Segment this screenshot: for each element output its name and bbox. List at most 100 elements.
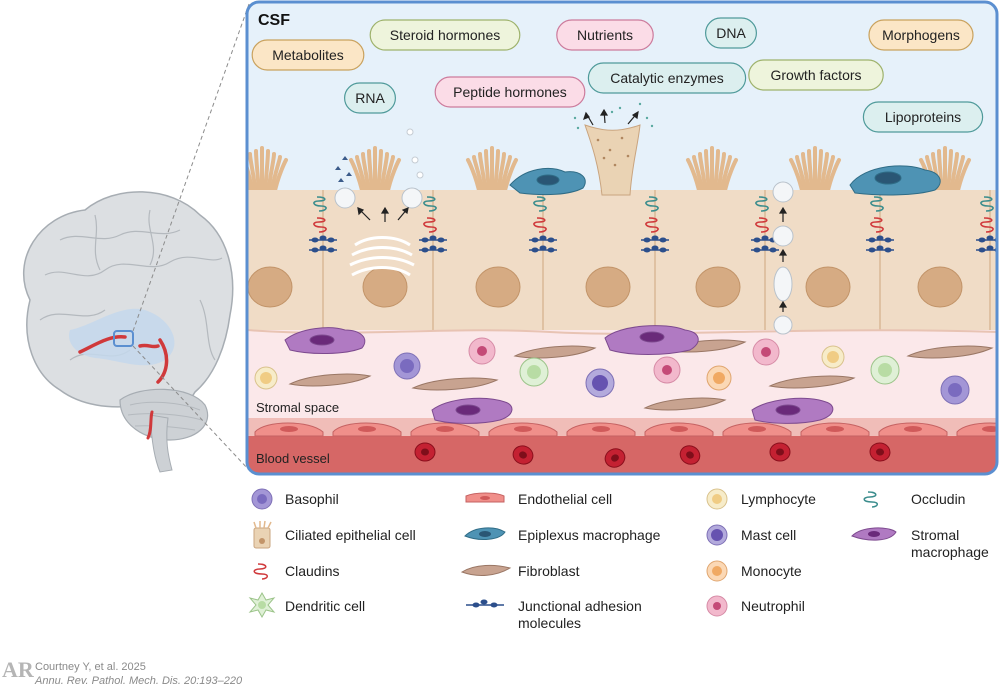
csf-label: CSF <box>258 12 290 29</box>
molecule-pill-steroid-hormones: Steroid hormones <box>369 19 521 51</box>
citation: AR Courtney Y, et al. 2025 Annu. Rev. Pa… <box>2 657 243 687</box>
legend-item-claudins: Claudins <box>253 563 339 580</box>
legend-label: Fibroblast <box>518 563 580 579</box>
brain-illustration <box>22 3 250 473</box>
publisher-logo: AR <box>2 657 35 682</box>
stromal-macrophages <box>284 325 834 424</box>
legend-item-endothelial-cell: Endothelial cell <box>465 491 612 507</box>
citation-line-2: Annu. Rev. Pathol. Mech. Dis. 20:193–220 <box>34 675 243 687</box>
legend-item-stromal-macrophage: Stromal macrophage <box>851 527 989 560</box>
tight-junction <box>529 196 557 253</box>
epithelial-nucleus <box>695 266 741 308</box>
immune-cells <box>254 337 970 405</box>
claudins-icon <box>253 563 268 580</box>
legend-label: Junctional adhesion <box>518 598 642 614</box>
legend-item-epiplexus-macrophage: Epiplexus macrophage <box>464 527 661 543</box>
legend-label: Claudins <box>285 563 339 579</box>
molecule-pill-lipoproteins: Lipoproteins <box>862 101 984 133</box>
tight-junction <box>309 196 337 253</box>
legend-item-dendritic-cell: Dendritic cell <box>248 591 365 619</box>
panel-frame <box>245 0 999 476</box>
occludin-icon <box>863 491 878 508</box>
legend-label: Ciliated epithelial cell <box>285 527 416 543</box>
red-blood-cells <box>414 442 891 468</box>
molecule-label: Steroid hormones <box>390 27 501 43</box>
legend-label: Lymphocyte <box>741 491 816 507</box>
legend-label-line2: macrophage <box>911 544 989 560</box>
legend-item-fibroblast: Fibroblast <box>460 563 580 579</box>
legend-item-mast-cell: Mast cell <box>706 524 796 546</box>
lymphocyte-icon <box>706 488 728 510</box>
legend-label: Monocyte <box>741 563 802 579</box>
legend-label-line2: molecules <box>518 615 581 631</box>
red-blood-cell <box>769 442 791 462</box>
molecule-label: Catalytic enzymes <box>610 70 724 86</box>
legend-item-ciliated-epithelial-cell: Ciliated epithelial cell <box>253 520 416 549</box>
legend-label: Stromal <box>911 527 959 543</box>
epithelial-nucleus <box>585 266 631 308</box>
molecule-pill-catalytic-enzymes: Catalytic enzymes <box>587 62 747 94</box>
molecule-label: Growth factors <box>770 67 861 83</box>
red-blood-cell <box>679 445 701 465</box>
legend: Basophil Ciliated epithelial cell Claudi… <box>248 488 989 631</box>
red-blood-cell <box>869 442 891 462</box>
legend-label: Dendritic cell <box>285 598 365 614</box>
svg-text:AR: AR <box>2 657 35 682</box>
molecule-label: RNA <box>355 90 385 106</box>
red-blood-cell <box>604 448 626 468</box>
junction-proteins <box>309 196 997 253</box>
epithelium-layer <box>247 190 997 330</box>
stromal-space-label: Stromal space <box>256 400 339 415</box>
choroid-plexus-panel: Metabolites Steroid hormones Nutrients DNA M… <box>247 2 997 474</box>
neutrophil-icon <box>706 595 728 617</box>
ciliated-epithelial-cell-icon <box>253 520 272 549</box>
legend-item-lymphocyte: Lymphocyte <box>706 488 816 510</box>
mast-cell-icon <box>706 524 728 546</box>
epithelial-nucleus <box>362 266 408 308</box>
fibroblast-icon <box>460 564 512 576</box>
legend-label: Basophil <box>285 491 339 507</box>
csf-molecules: Metabolites Steroid hormones Nutrients DNA M… <box>251 17 984 133</box>
fibroblast <box>768 375 856 389</box>
endothelial-cell-icon <box>465 492 505 503</box>
fibroblast <box>906 345 994 359</box>
legend-item-junctional-adhesion-molecules: Junctional adhesion molecules <box>466 598 642 631</box>
epithelial-nucleus <box>475 266 521 308</box>
legend-item-neutrophil: Neutrophil <box>706 595 805 617</box>
red-blood-cell <box>512 445 534 465</box>
molecule-pill-metabolites: Metabolites <box>251 39 365 71</box>
tight-junction <box>866 196 894 253</box>
red-blood-cell <box>414 442 436 462</box>
citation-line-1: Courtney Y, et al. 2025 <box>35 661 146 673</box>
fibroblast <box>411 377 499 391</box>
fibroblast <box>643 397 727 411</box>
legend-item-basophil: Basophil <box>251 488 339 510</box>
epithelial-nucleus <box>917 266 963 308</box>
molecule-pill-peptide-hormones: Peptide hormones <box>434 76 586 108</box>
molecule-pill-rna: RNA <box>344 82 397 114</box>
basophil-icon <box>251 488 273 510</box>
epiplexus-macrophages <box>509 165 941 196</box>
molecule-pill-growth-factors: Growth factors <box>748 59 884 91</box>
secreting-epithelial-cell <box>573 102 654 196</box>
monocyte-icon <box>706 560 728 582</box>
molecule-pill-nutrients: Nutrients <box>556 19 654 51</box>
transcytosis-vesicles <box>772 181 794 335</box>
stromal-macrophage-icon <box>851 527 897 541</box>
fibroblast <box>288 373 372 387</box>
molecule-label: Metabolites <box>272 47 344 63</box>
blood-vessel-label: Blood vessel <box>256 451 330 466</box>
tight-junction <box>419 196 447 253</box>
legend-item-monocyte: Monocyte <box>706 560 802 582</box>
legend-item-occludin: Occludin <box>863 491 965 508</box>
molecule-label: DNA <box>716 25 746 41</box>
molecule-label: Peptide hormones <box>453 84 567 100</box>
epiplexus-macrophage-icon <box>464 527 506 540</box>
molecule-pill-dna: DNA <box>704 17 757 49</box>
epithelial-nucleus <box>247 266 293 308</box>
legend-label: Neutrophil <box>741 598 805 614</box>
endothelial-cells <box>254 422 997 437</box>
molecule-label: Morphogens <box>882 27 960 43</box>
tight-junction <box>641 196 669 253</box>
